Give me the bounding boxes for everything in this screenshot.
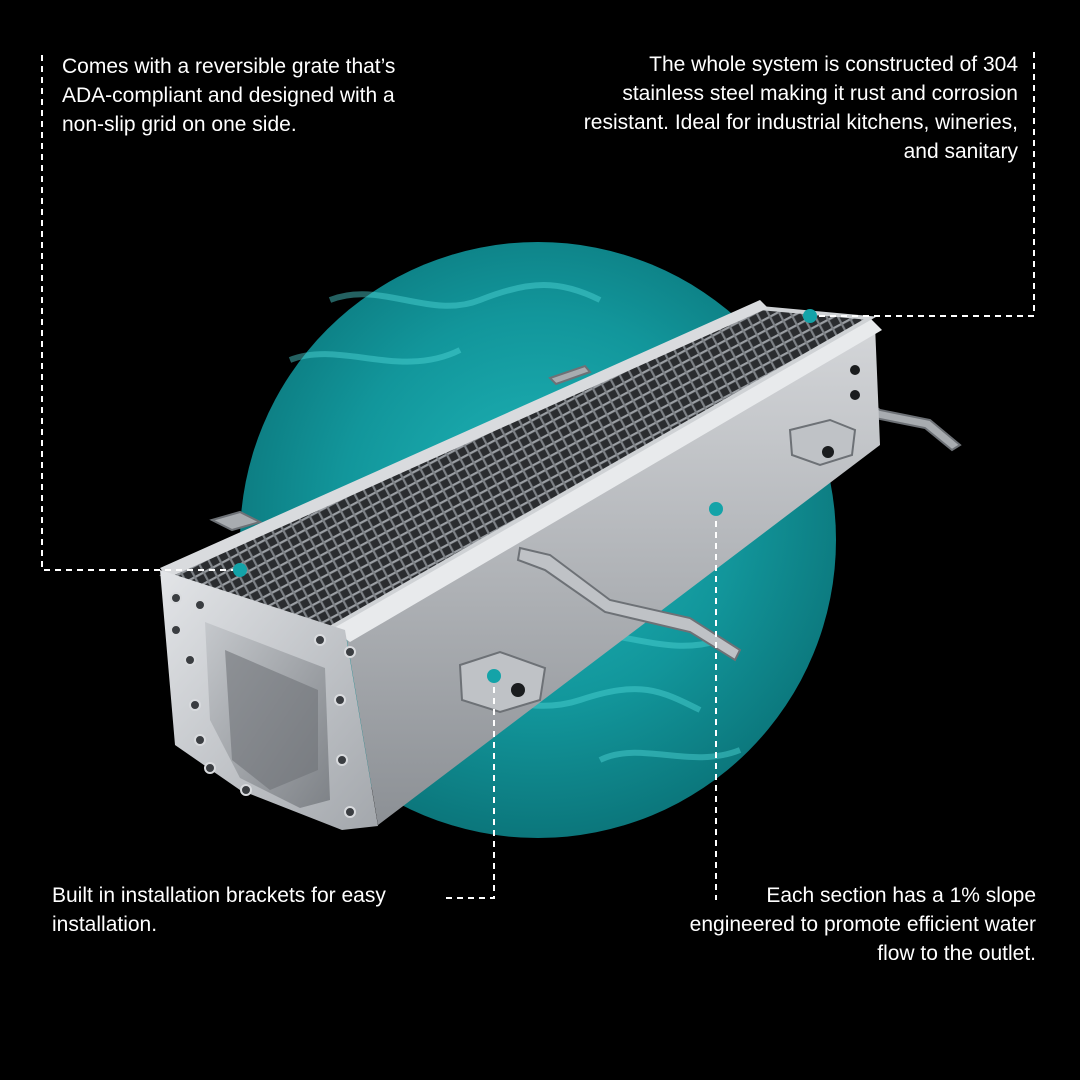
marker-brackets (487, 669, 501, 683)
callout-leader-lines (41, 52, 1035, 900)
installation-brackets (458, 418, 857, 714)
callout-slope-text: Each section has a 1% slope engineered t… (689, 884, 1036, 965)
callout-markers (233, 309, 817, 683)
water-ripples (288, 282, 822, 763)
grate-back-rim (160, 300, 768, 578)
marker-steel (803, 309, 817, 323)
callout-brackets-text: Built in installation brackets for easy … (52, 884, 386, 936)
channel-opening-shadow (225, 650, 318, 790)
end-plate-bolt-holes (170, 592, 356, 818)
marker-slope (709, 502, 723, 516)
bracket-holes (511, 365, 860, 697)
channel-top-rim (330, 318, 882, 642)
callout-steel-text: The whole system is constructed of 304 s… (583, 53, 1018, 163)
marker-grate (233, 563, 247, 577)
callout-grate-text: Comes with a reversible grate that’s ADA… (62, 55, 396, 136)
